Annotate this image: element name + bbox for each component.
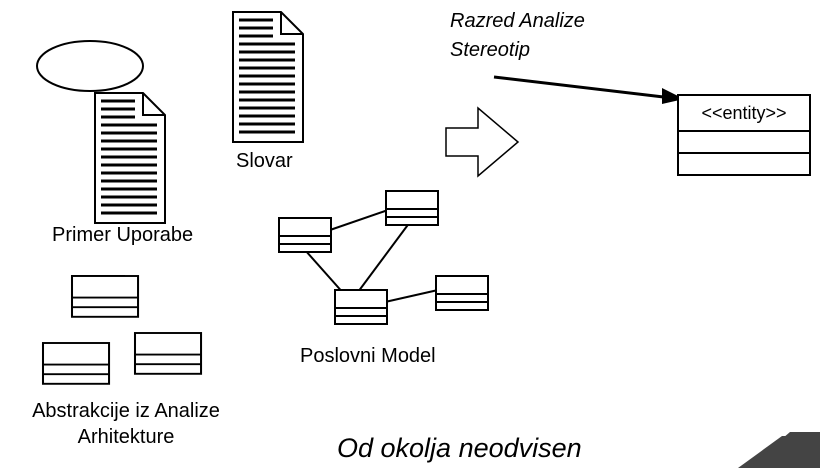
footer-caption: Od okolja neodvisen: [337, 433, 582, 463]
arch-label-line1: Abstrakcije iz Analize: [32, 400, 220, 422]
corner-triangle-shade: [748, 432, 820, 468]
glossary-label: Slovar: [236, 150, 293, 172]
arch-class-icon-2: [133, 332, 203, 375]
business-model-links: [304, 209, 439, 303]
stereotype-label-line1: Razred Analize: [450, 10, 585, 32]
use-case-label: Primer Uporabe: [52, 224, 194, 246]
entity-stereotype-label: <<entity>>: [701, 103, 787, 123]
stereotype-label-line2: Stereotip: [450, 39, 531, 61]
use-case-document-icon: [93, 91, 167, 225]
business-model-label: Poslovni Model: [300, 345, 436, 367]
glossary-document-icon: [231, 10, 305, 144]
stereotype-pointer-line: [493, 75, 673, 100]
use-case-ellipse-icon: [36, 40, 144, 92]
business-class-icon-1: [278, 217, 332, 253]
business-class-icon-3: [334, 289, 388, 325]
business-class-icon-2: [385, 190, 439, 226]
transform-arrow-icon: [445, 106, 520, 178]
arch-class-icon-1-shape: [70, 275, 140, 318]
arch-label-line2: Arhitekture: [77, 426, 175, 448]
business-class-icon-4: [435, 275, 489, 311]
arch-class-icon-3: [41, 342, 111, 385]
analysis-class-box: [677, 94, 811, 176]
